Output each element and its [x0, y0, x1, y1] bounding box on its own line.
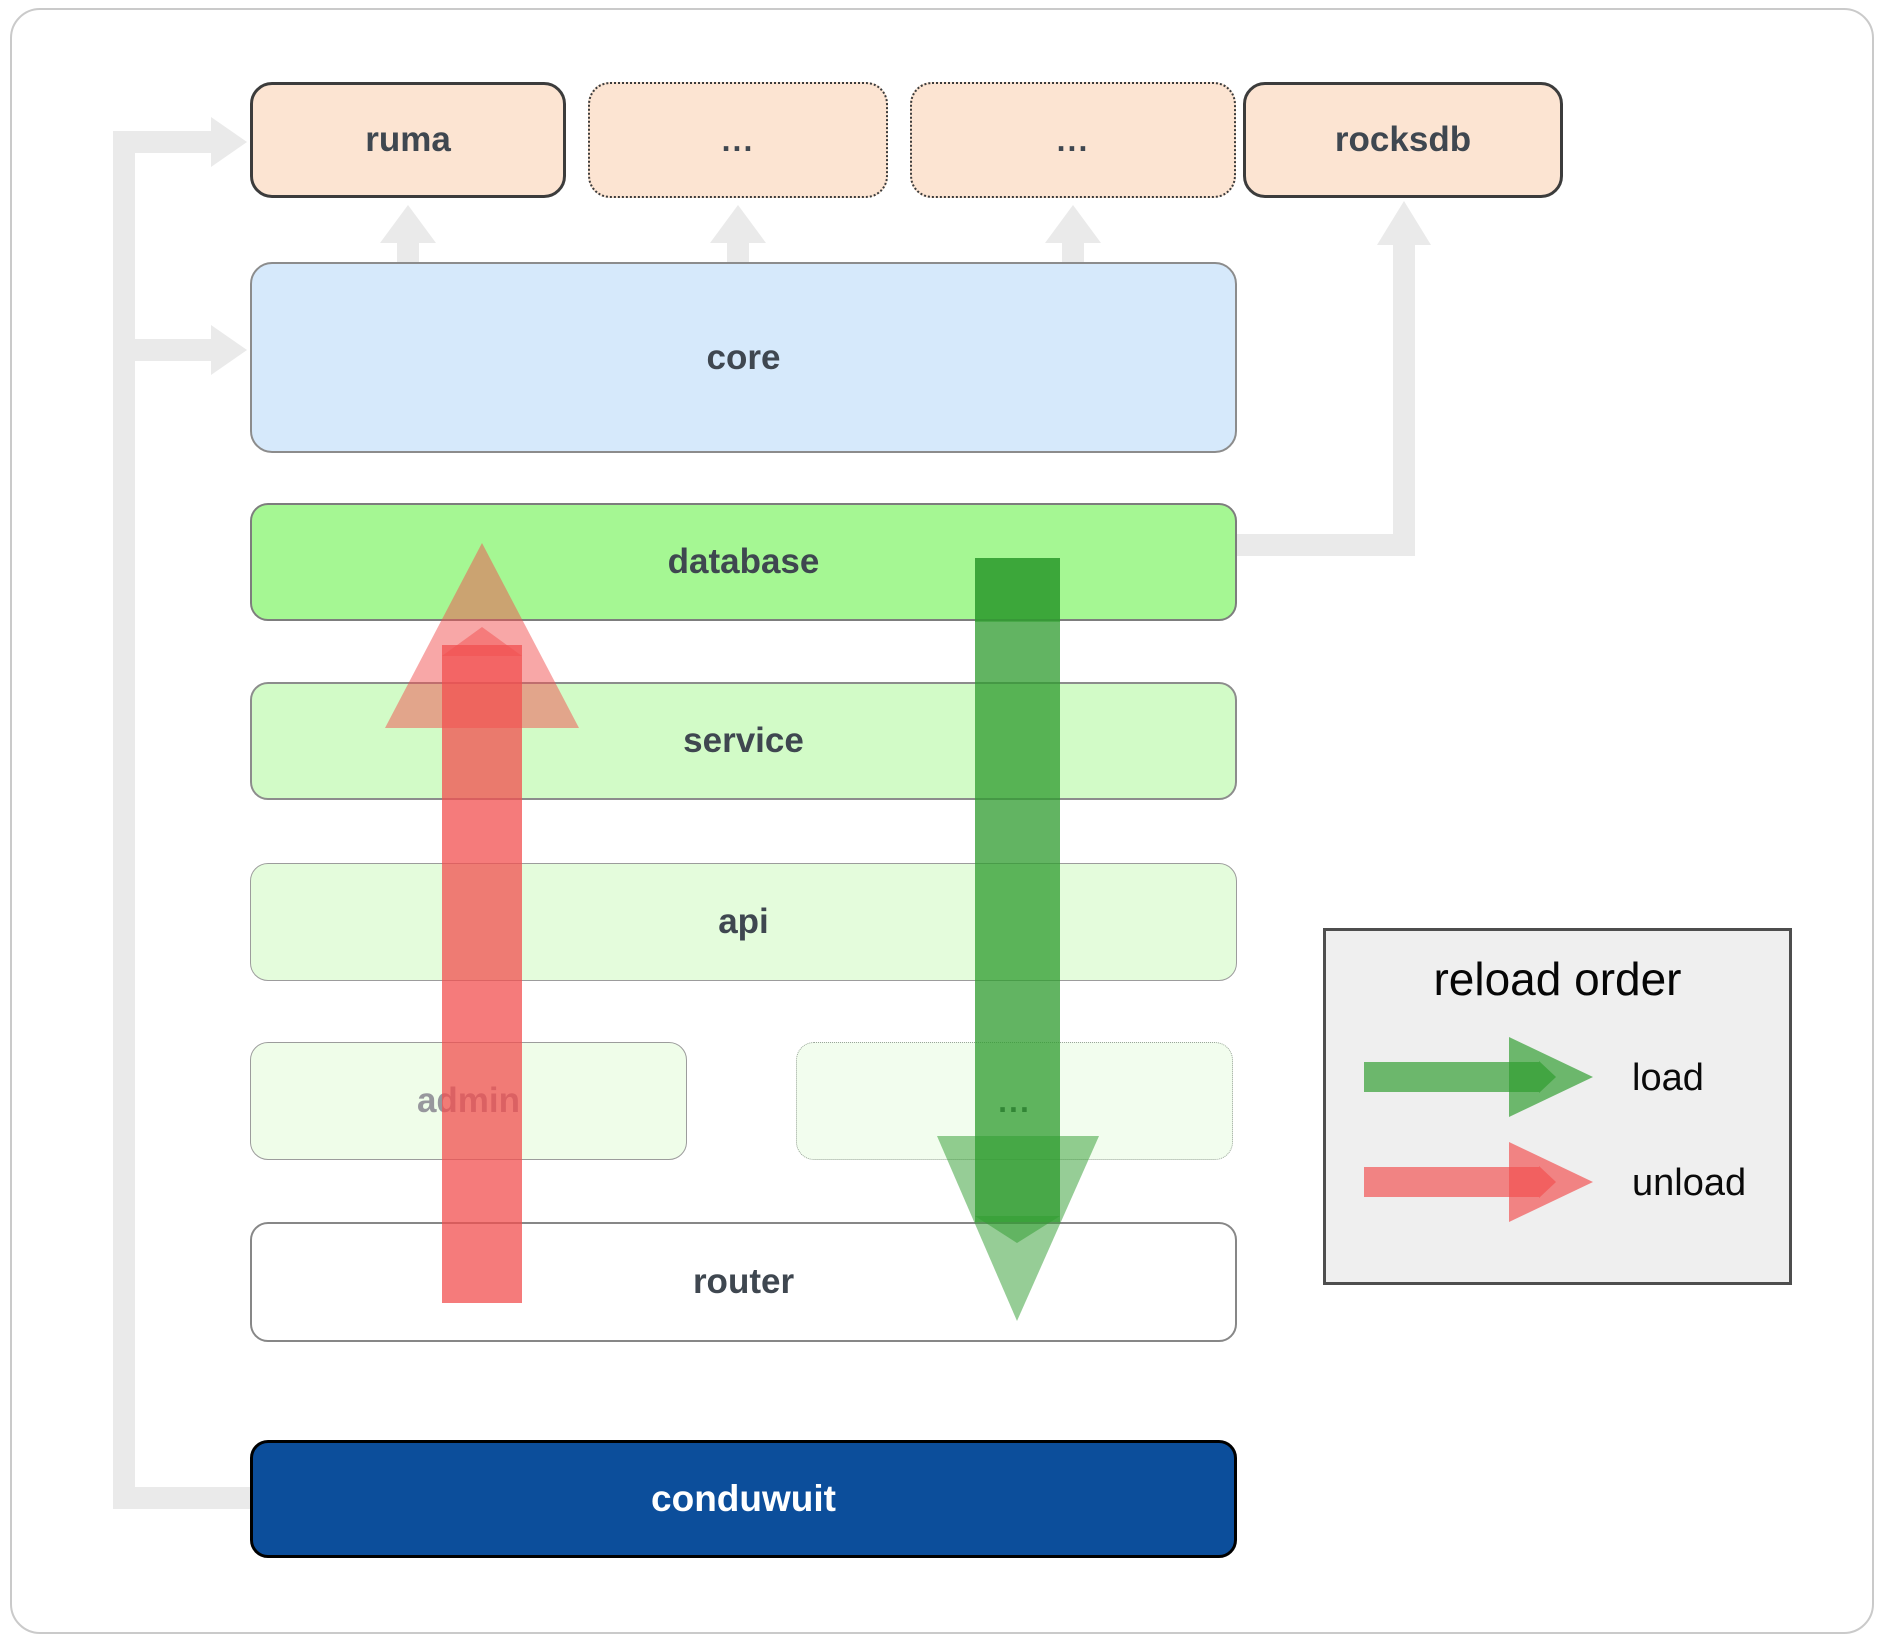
node-ruma: ruma: [250, 82, 566, 198]
node-dots-admin-label: ...: [998, 1082, 1031, 1119]
legend-title: reload order: [1433, 953, 1682, 1005]
node-dots-top-1: ...: [588, 82, 888, 198]
node-api-label: api: [718, 902, 769, 941]
node-service: service: [250, 682, 1237, 800]
legend-unload-label: unload: [1632, 1162, 1747, 1204]
node-router-label: router: [692, 1262, 795, 1301]
node-rocksdb-label: rocksdb: [1334, 120, 1472, 159]
node-conduwuit-label: conduwuit: [651, 1478, 836, 1519]
node-router: router: [250, 1222, 1237, 1342]
node-dots-top-2-label: ...: [1056, 121, 1090, 158]
node-admin: admin: [250, 1042, 687, 1160]
node-dots-admin: ...: [796, 1042, 1233, 1160]
node-conduwuit: conduwuit: [250, 1440, 1237, 1558]
node-rocksdb: rocksdb: [1243, 82, 1563, 198]
node-database: database: [250, 503, 1237, 621]
node-admin-label: admin: [416, 1081, 521, 1120]
node-core-label: core: [706, 337, 781, 377]
node-service-label: service: [683, 721, 804, 760]
node-dots-top-1-label: ...: [721, 121, 755, 158]
node-database-label: database: [667, 542, 820, 581]
node-dots-top-2: ...: [910, 82, 1236, 198]
node-api: api: [250, 863, 1237, 981]
node-ruma-label: ruma: [365, 120, 451, 159]
legend-load-label: load: [1632, 1057, 1704, 1099]
diagram-frame: [10, 8, 1874, 1634]
node-core: core: [250, 262, 1237, 453]
